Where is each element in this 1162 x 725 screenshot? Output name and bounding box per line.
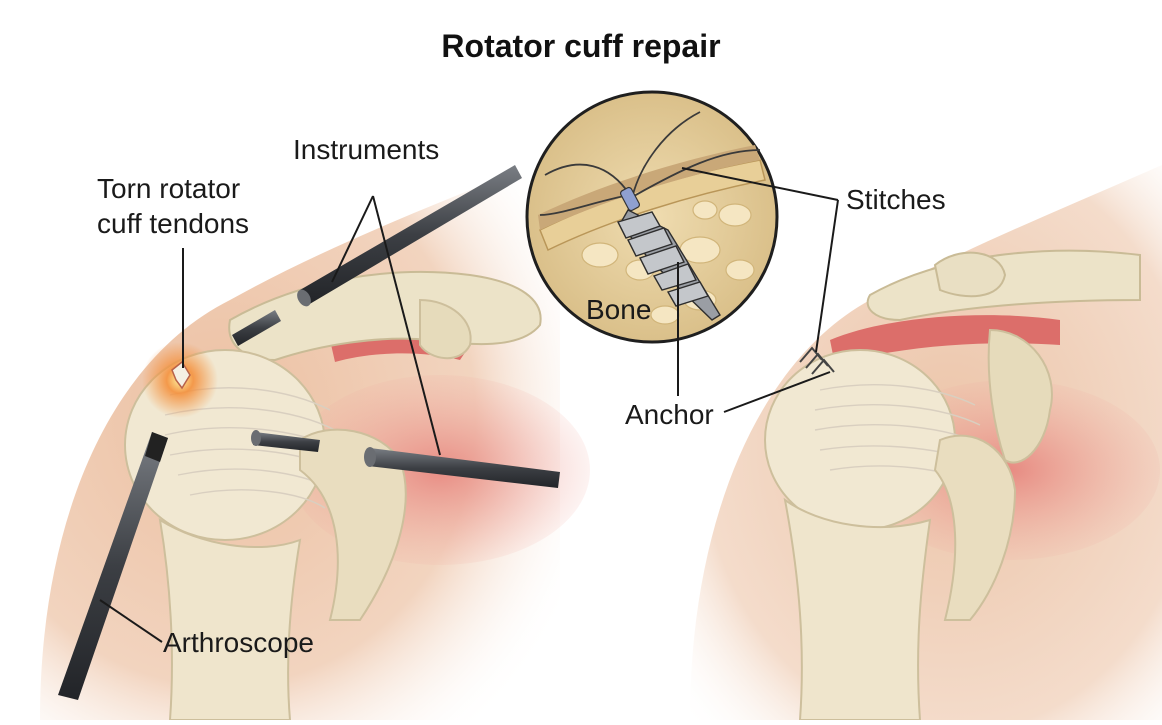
left-humerus [158,517,302,721]
right-humerus [783,497,932,721]
right-shoulder [690,165,1162,721]
label-torn-line2: cuff tendons [97,208,250,239]
label-stitches: Stitches [846,184,946,215]
right-scapula [933,434,1017,621]
label-bone: Bone [586,294,652,325]
leader-stitches-lower [815,199,839,353]
figure-title: Rotator cuff repair [441,28,721,64]
right-humeral-head [764,349,956,531]
instrument-upper [297,165,522,307]
instrument-small-lower [251,430,320,452]
left-scapula [299,428,407,621]
right-acromion [933,251,1007,298]
instrument-lower [364,447,560,488]
label-torn-line1: Torn rotator [97,173,241,204]
stitches-mark [799,346,835,375]
leader-instrument-lower [372,195,441,456]
instrument-small-upper [232,310,281,346]
leader-stitches-upper [681,167,839,201]
right-coracoid [987,328,1053,464]
arthroscope [58,432,168,700]
left-coracoid [419,298,472,360]
leader-instrument-upper [331,195,374,283]
label-instruments: Instruments [293,134,440,165]
left-shoulder [40,165,590,721]
right-supraspinatus [830,315,1060,365]
leader-anchor-stitches [723,371,831,413]
leader-lines [99,167,839,643]
label-arthroscope: Arthroscope [163,627,314,658]
suture-threads [539,111,761,216]
torn-tendon [171,360,191,390]
anchor-inset [525,90,779,344]
leader-arthroscope [99,599,163,643]
label-anchor: Anchor [625,399,714,430]
